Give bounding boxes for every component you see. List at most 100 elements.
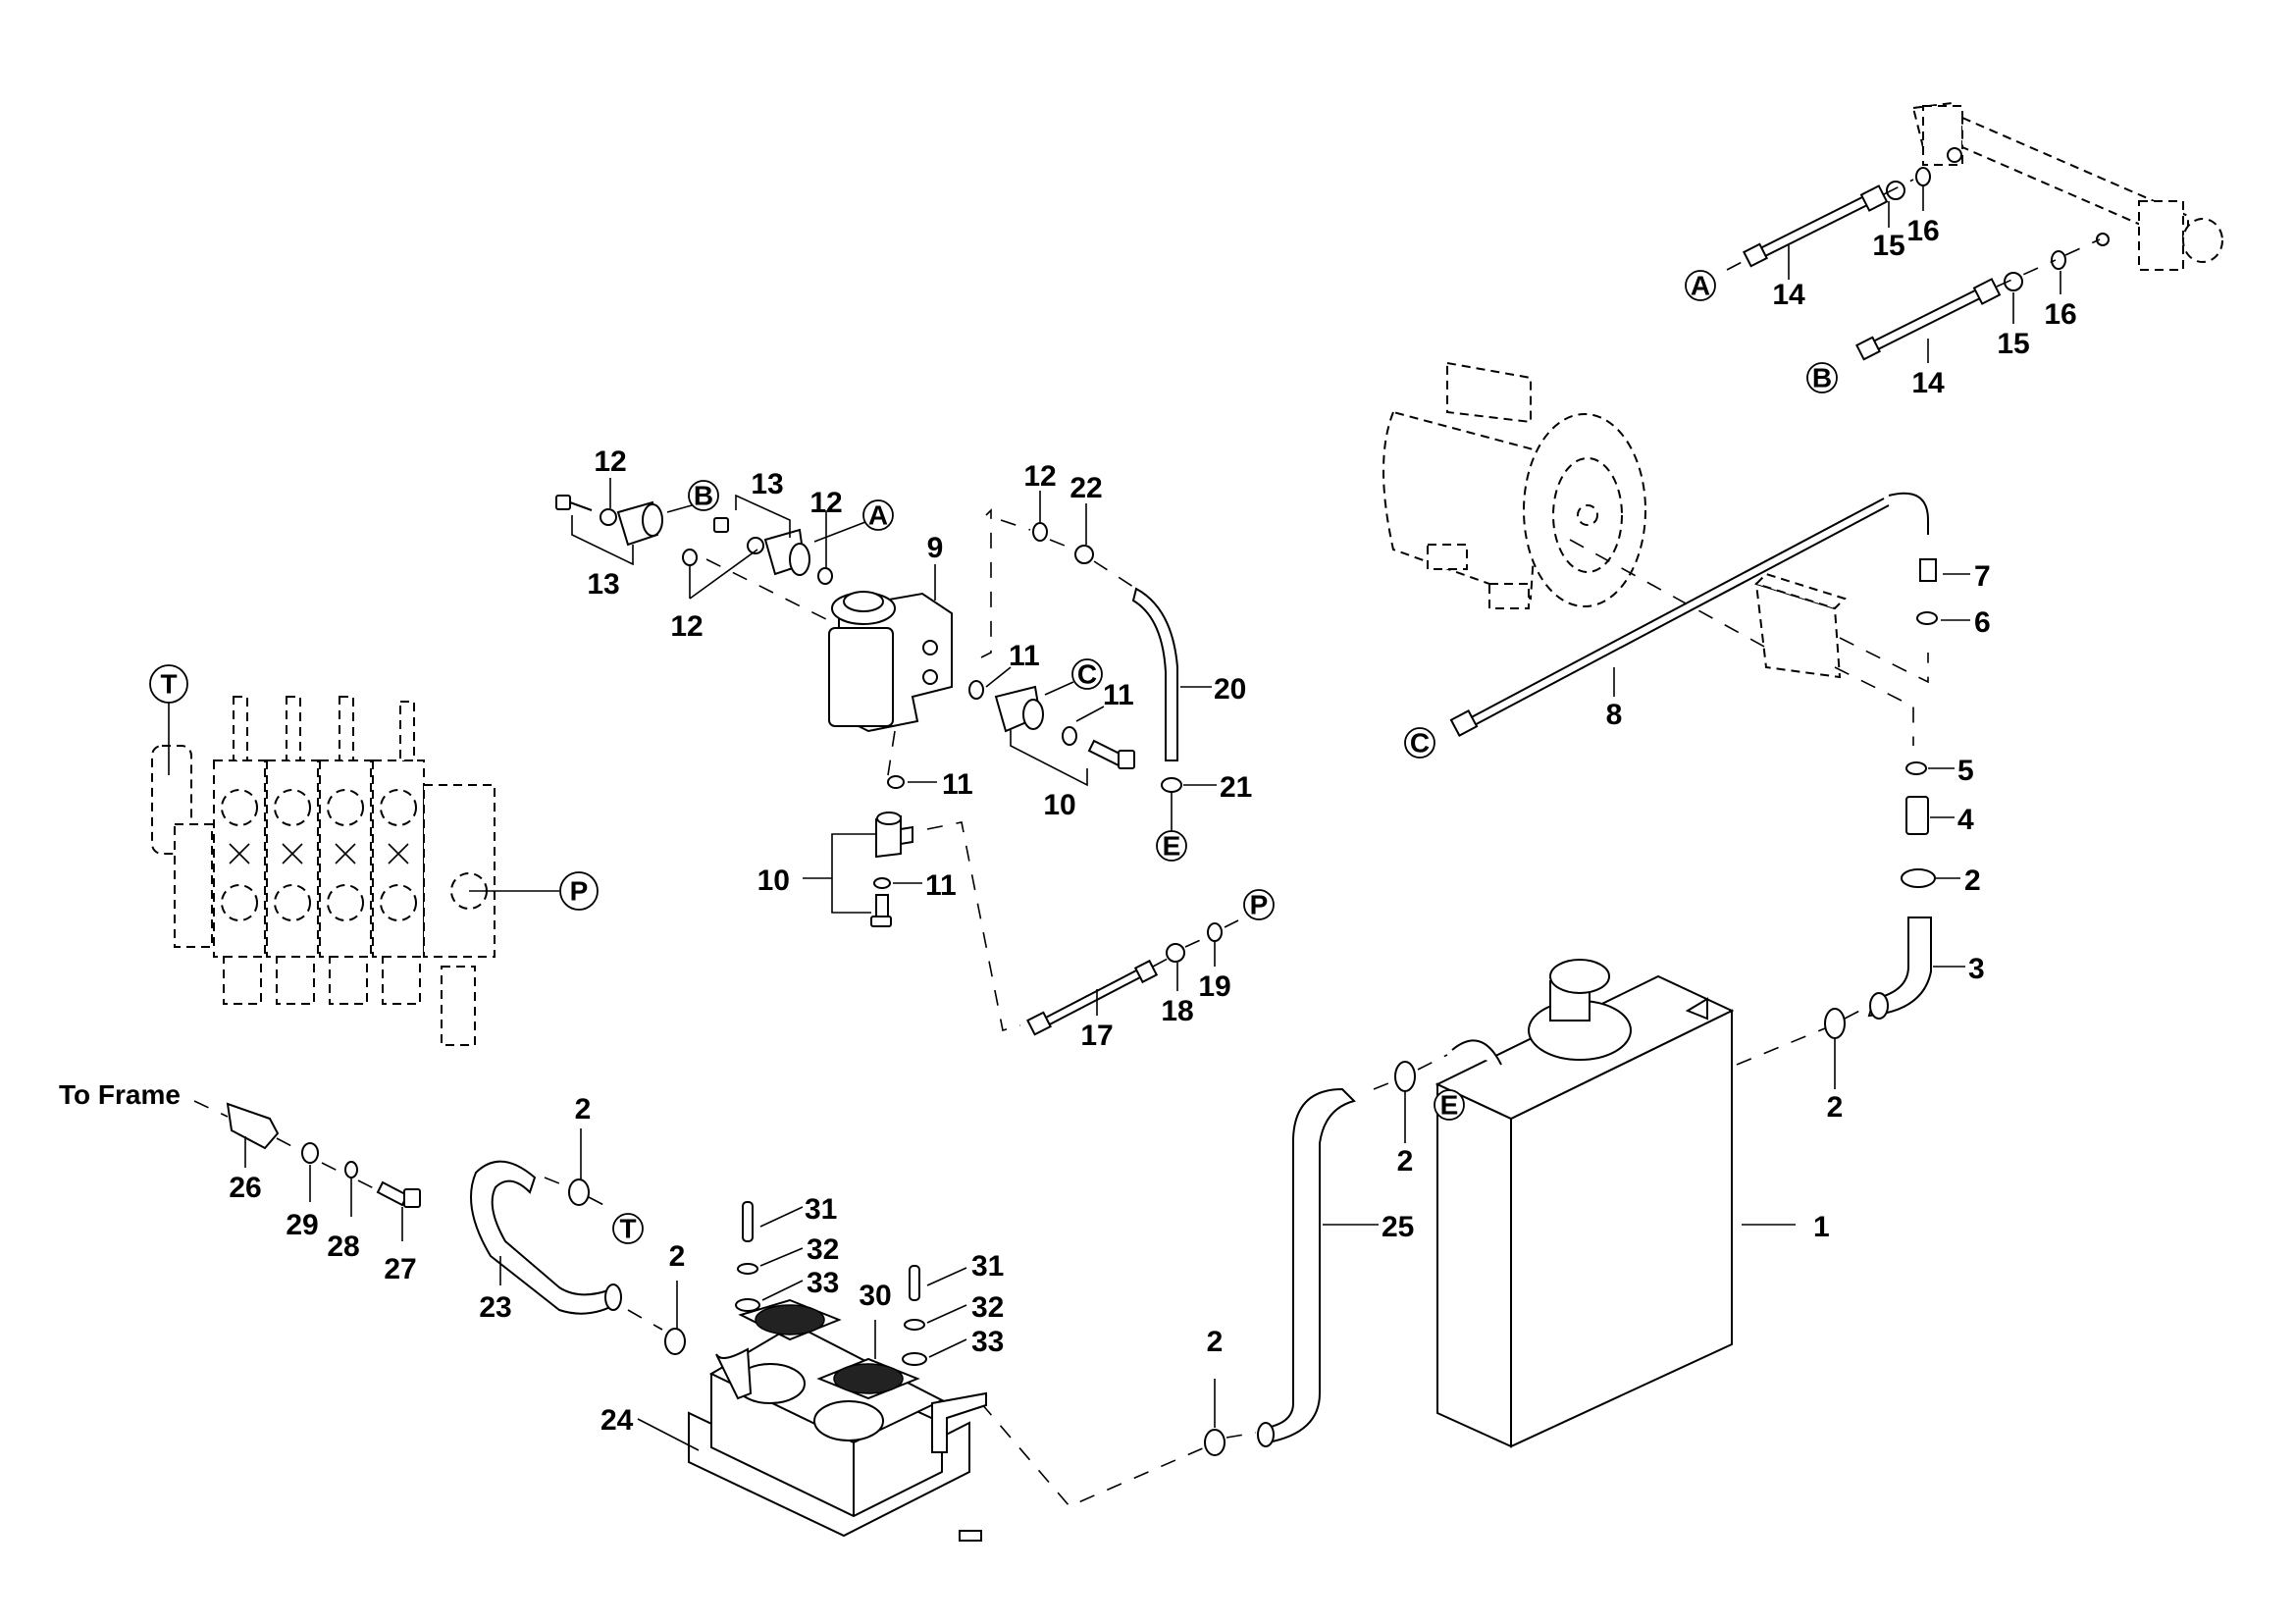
svg-text:E: E — [1163, 831, 1181, 862]
steering-orbital-unit — [828, 591, 953, 733]
callout-19: 19 — [1198, 970, 1230, 1003]
ref-marker-E: E — [1434, 1089, 1465, 1121]
callout-32: 32 — [971, 1291, 1004, 1324]
callout-14: 14 — [1772, 279, 1805, 311]
banjo-bolt-10-lower — [870, 894, 892, 927]
washer-11 — [1062, 726, 1077, 746]
svg-text:C: C — [1410, 728, 1430, 759]
elbow-hose-3 — [1867, 917, 1932, 1020]
svg-text:T: T — [160, 669, 177, 700]
callout-8: 8 — [1606, 699, 1623, 731]
fitting-22 — [1074, 545, 1094, 564]
callout-13: 13 — [587, 568, 619, 601]
pressure-hose-17 — [1026, 959, 1159, 1036]
control-valve-bank — [151, 696, 496, 1046]
banjo-10-right — [994, 685, 1044, 733]
washer-33 — [735, 1298, 760, 1312]
svg-text:P: P — [1250, 890, 1269, 920]
callout-12: 12 — [670, 610, 703, 643]
callout-21: 21 — [1220, 771, 1252, 804]
banjo-13-middle — [713, 517, 810, 576]
svg-text:C: C — [1077, 659, 1097, 690]
callout-1: 1 — [1813, 1211, 1830, 1243]
banjo-13-left — [555, 495, 663, 547]
hydraulic-pump — [1754, 572, 1847, 679]
callout-17: 17 — [1080, 1020, 1113, 1052]
callout-20: 20 — [1214, 673, 1246, 706]
callout-10: 10 — [757, 864, 790, 897]
callout-4: 4 — [1957, 804, 1974, 836]
svg-text:T: T — [619, 1214, 636, 1244]
clamp-2-tank-right — [1824, 1008, 1846, 1039]
callout-15: 15 — [1872, 230, 1904, 262]
callout-5: 5 — [1957, 755, 1974, 787]
banjo-10-lower — [875, 812, 913, 859]
callout-13: 13 — [751, 468, 783, 500]
washer-11 — [873, 877, 891, 889]
washer-12 — [1032, 522, 1048, 542]
oring-16-upper — [1915, 167, 1931, 186]
ref-marker-P: P — [559, 871, 599, 911]
callout-3: 3 — [1968, 953, 1985, 985]
svg-text:A: A — [1691, 271, 1710, 301]
oring-16-lower — [2051, 250, 2066, 270]
washer-6 — [1916, 611, 1938, 625]
callout-27: 27 — [384, 1253, 416, 1285]
hose-14-upper — [1743, 184, 1889, 268]
return-hose-25 — [1257, 1087, 1356, 1447]
lockwasher-28 — [344, 1161, 358, 1179]
washer-12 — [817, 567, 833, 585]
ref-marker-A: A — [1685, 270, 1716, 301]
callout-11: 11 — [1009, 640, 1040, 672]
svg-text:A: A — [868, 500, 888, 531]
callout-33: 33 — [807, 1267, 839, 1299]
ref-marker-E: E — [1156, 830, 1187, 862]
callout-2: 2 — [575, 1093, 592, 1126]
callout-2: 2 — [1827, 1091, 1844, 1124]
callout-2: 2 — [669, 1240, 686, 1273]
washer-12 — [682, 549, 698, 566]
callout-22: 22 — [1069, 472, 1102, 504]
clamp-2-top — [1901, 868, 1936, 888]
callout-9: 9 — [927, 532, 944, 564]
lockwasher-32 — [737, 1263, 758, 1275]
lockwasher-32 — [904, 1319, 925, 1331]
washer-11 — [887, 775, 905, 789]
svg-text:B: B — [694, 481, 713, 511]
callout-31: 31 — [971, 1250, 1004, 1283]
cooling-fan-left — [738, 1298, 842, 1341]
ref-marker-B: B — [1806, 362, 1838, 393]
callout-28: 28 — [327, 1231, 359, 1263]
callout-11: 11 — [925, 869, 957, 902]
oil-cooler-24 — [688, 1323, 987, 1542]
callout-31: 31 — [805, 1193, 837, 1226]
callout-25: 25 — [1382, 1211, 1414, 1243]
callout-15: 15 — [1997, 328, 2029, 360]
callout-6: 6 — [1974, 606, 1991, 639]
callout-16: 16 — [1906, 215, 1939, 247]
washer-11 — [968, 680, 984, 700]
callout-29: 29 — [286, 1209, 318, 1241]
hydraulic-tank — [1434, 959, 1735, 1448]
ref-marker-T: T — [612, 1213, 644, 1244]
callout-32: 32 — [807, 1233, 839, 1266]
return-hose-23 — [470, 1160, 622, 1315]
callout-24: 24 — [600, 1404, 634, 1437]
screw-31-left — [742, 1201, 754, 1242]
clamp-21 — [1161, 777, 1182, 793]
cooling-fan-30 — [816, 1357, 920, 1400]
callout-2: 2 — [1207, 1326, 1224, 1358]
drain-hose-20 — [1131, 587, 1178, 761]
clamp-2-tank-left — [1394, 1061, 1416, 1092]
clamp-2-cooler — [664, 1328, 686, 1355]
oring-19 — [1207, 922, 1223, 942]
callout-12: 12 — [594, 445, 626, 478]
svg-text:E: E — [1440, 1090, 1459, 1121]
ref-marker-P: P — [1243, 889, 1275, 920]
clamp-2-t — [568, 1179, 590, 1206]
callout-12: 12 — [1023, 460, 1056, 493]
bolt-27 — [376, 1180, 421, 1208]
mount-bracket-26 — [226, 1102, 280, 1150]
callout-11: 11 — [942, 768, 973, 801]
